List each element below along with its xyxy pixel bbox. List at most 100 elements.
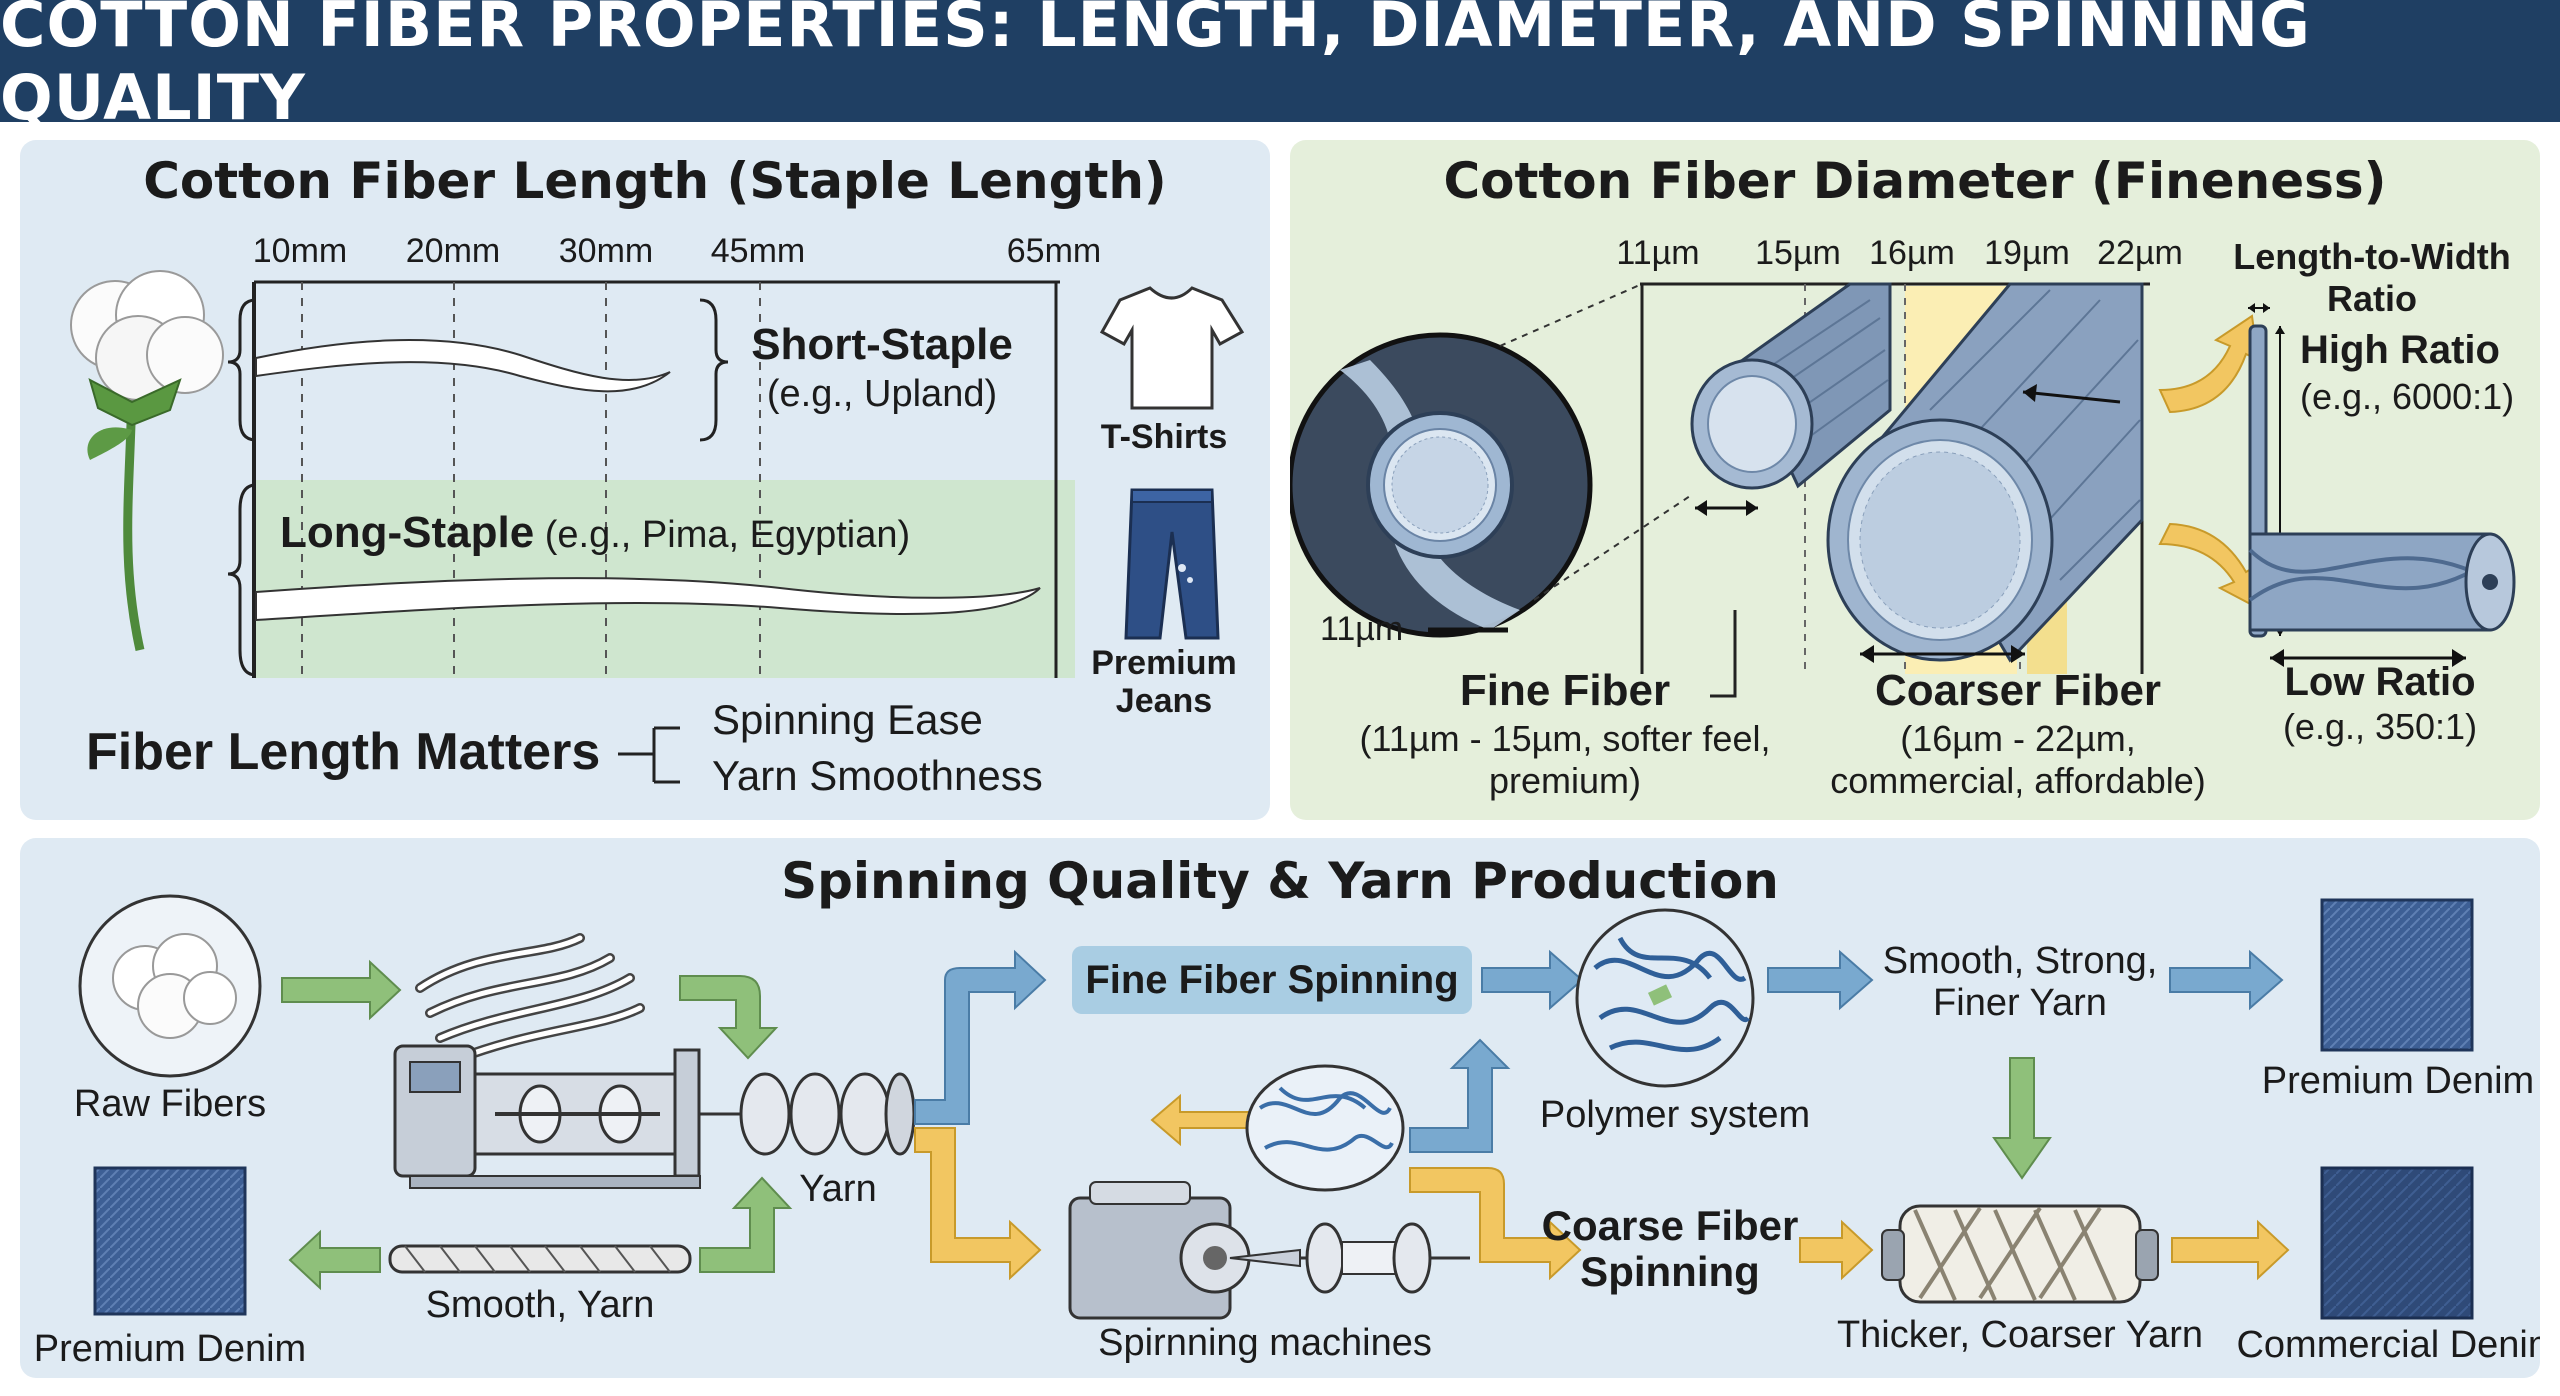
fine-fiber-spinning-label: Fine Fiber Spinning [1072, 946, 1472, 1014]
coarse-fiber-cylinder-icon [1826, 282, 2144, 663]
long-staple-brace [227, 483, 257, 677]
tick-20mm: 20mm [405, 232, 501, 270]
arrow-to-fine-spinning [914, 949, 1047, 1125]
t-shirts-label: T-Shirts [1100, 418, 1228, 456]
yarn-smoothness: Yarn Smoothness [712, 752, 1043, 799]
arrow-mesh-to-polymer [1409, 1038, 1511, 1153]
page-title: COTTON FIBER PROPERTIES: LENGTH, DIAMETE… [0, 0, 2560, 134]
arrow-fine-to-coarse-yarn [1992, 1057, 2052, 1180]
arrow-mesh-back [1150, 1093, 1261, 1147]
high-ratio-label: High Ratio [2300, 328, 2500, 372]
ratio-heading-2: Ratio [2327, 278, 2417, 319]
coarse-fiber-desc-1: (16µm - 22µm, [1900, 718, 2136, 759]
magnified-fiber-icon [1290, 332, 1593, 638]
raw-fibers-label: Raw Fibers [73, 1083, 267, 1125]
tick-45mm: 45mm [710, 232, 806, 270]
long-staple-example: (e.g., Pima, Egyptian) [544, 514, 911, 556]
smooth-strong-label-2: Finer Yarn [1933, 982, 2107, 1024]
zoom-line-bottom [1533, 495, 1691, 601]
tick-11um: 11µm [1616, 234, 1700, 272]
premium-denim-right-label: Premium Denim [2261, 1060, 2535, 1102]
diameter-heading: Cotton Fiber Diameter (Fineness) [1443, 152, 2387, 210]
spinning-heading: Spinning Quality & Yarn Production [781, 852, 1779, 910]
spinning-machine-icon [1068, 1181, 1470, 1320]
low-ratio-cylinder-icon [2248, 532, 2516, 632]
fiber-mesh-icon [1245, 1064, 1405, 1192]
commercial-denim-label: Commercial Denim [2236, 1324, 2540, 1366]
arrow-to-smooth-yarn [1767, 949, 1874, 1011]
carding-machine-icon [393, 1044, 701, 1189]
low-ratio-label: Low Ratio [2284, 660, 2476, 704]
fiber-length-panel: Cotton Fiber Length (Staple Length) 10mm… [20, 140, 1270, 820]
spinning-panel: Spinning Quality & Yarn Production Raw F… [20, 838, 2540, 1378]
smooth-yarn-icon [388, 1244, 692, 1274]
coarse-fiber-desc-2: commercial, affordable) [1830, 760, 2206, 801]
commercial-denim-swatch [2320, 1166, 2474, 1320]
long-staple-fiber [255, 577, 1041, 622]
yarn-spools-icon [700, 1072, 916, 1156]
zoom-line-top [1499, 283, 1643, 347]
spinning-graphics [78, 894, 2474, 1320]
fiber-diameter-graphics [1290, 282, 2516, 698]
matters-connector [618, 726, 680, 784]
fine-fiber-desc-1: (11µm - 15µm, softer feel, [1359, 718, 1771, 759]
ratio-heading-1: Length-to-Width [2233, 236, 2511, 277]
short-staple-fiber [255, 339, 671, 393]
coarse-fiber-label: Coarser Fiber [1874, 666, 2162, 715]
short-staple-example: (e.g., Upland) [766, 373, 998, 415]
t-shirt-icon [1099, 286, 1245, 410]
tick-19um: 19µm [1984, 234, 2070, 272]
thicker-yarn-label: Thicker, Coarser Yarn [1836, 1314, 2204, 1356]
polymer-system-label: Polymer system [1539, 1094, 1811, 1136]
premium-denim-right-swatch [2320, 898, 2474, 1052]
arrow-to-coarse-spinning [1409, 1167, 1582, 1281]
short-staple-right-brace [699, 298, 729, 442]
jeans-label: Jeans [1115, 682, 1213, 720]
premium-denim-left-label: Premium Denim [33, 1328, 307, 1370]
long-staple-label: Long-Staple [280, 508, 535, 557]
jeans-icon [1124, 488, 1220, 640]
fine-fiber-desc-2: premium) [1488, 760, 1642, 801]
spinning-machines-label: Spirnning machines [1098, 1322, 1432, 1364]
tick-15um: 15µm [1755, 234, 1841, 272]
arrow-fibers-down [679, 975, 779, 1060]
tick-22um: 22µm [2097, 234, 2183, 272]
coarse-yarn-icon [1881, 1204, 2159, 1304]
scale-bar-label: 11µm [1320, 610, 1404, 648]
coarse-pointer-arrow [2022, 390, 2121, 404]
long-staple-text: Long-Staple (e.g., Pima, Egyptian) [280, 508, 910, 558]
fine-fiber-cylinder-icon [1690, 282, 1892, 490]
short-staple-label: Short-Staple [751, 320, 1013, 369]
polymer-mesh-icon [1575, 908, 1755, 1088]
premium-denim-left-swatch [93, 1166, 247, 1316]
fine-bracket [1710, 610, 1737, 698]
tick-10mm: 10mm [252, 232, 348, 270]
arrow-to-polymer [1481, 949, 1584, 1011]
premium-label: Premium [1091, 644, 1237, 682]
tick-30mm: 30mm [558, 232, 654, 270]
cotton-boll-icon [70, 270, 224, 651]
arrow-to-premium-denim-right [2169, 949, 2284, 1011]
spinning-ease: Spinning Ease [712, 696, 983, 743]
fiber-diameter-panel: Cotton Fiber Diameter (Fineness) 11µm 15… [1290, 140, 2540, 820]
yarn-label: Yarn [799, 1168, 877, 1210]
coarse-spinning-label-2: Spinning [1580, 1248, 1760, 1295]
arrow-to-yarn-up [699, 1176, 793, 1273]
smooth-strong-label-1: Smooth, Strong, [1882, 940, 2158, 982]
low-ratio-arrow [2158, 522, 2260, 610]
high-ratio-arrow [2158, 314, 2260, 414]
arrow-to-coarse-machine [914, 1127, 1042, 1281]
tick-16um: 16µm [1869, 234, 1955, 272]
fiber-length-matters: Fiber Length Matters [86, 723, 601, 781]
length-heading: Cotton Fiber Length (Staple Length) [143, 152, 1167, 210]
short-staple-left-brace [227, 298, 257, 442]
loose-fibers-icon [415, 933, 645, 1063]
smooth-yarn-label: Smooth, Yarn [425, 1284, 655, 1326]
arrow-to-premium-denim [288, 1229, 381, 1291]
coarse-spinning-label-1: Coarse Fiber [1541, 1202, 1799, 1249]
arrow-to-coarse-yarn [1799, 1219, 1874, 1281]
fiber-length-graphics [70, 270, 1245, 784]
tick-65mm: 65mm [1006, 232, 1102, 270]
arrow-to-commercial-denim [2171, 1219, 2290, 1281]
fine-fiber-label: Fine Fiber [1459, 666, 1671, 715]
